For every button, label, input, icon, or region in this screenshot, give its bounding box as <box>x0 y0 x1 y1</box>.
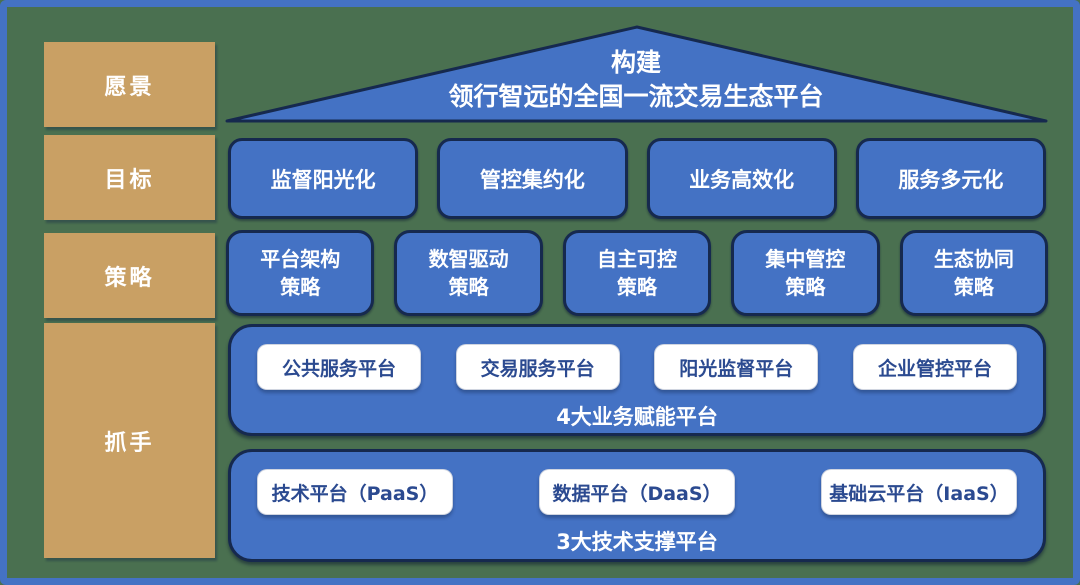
strategy-box-data-intelligence: 数智驱动 策略 <box>394 230 543 316</box>
strategy-text: 策略 <box>953 275 994 299</box>
platform-box-trade-service: 交易服务平台 <box>455 344 620 390</box>
strategy-text: 生态协同 <box>933 247 1014 271</box>
goal-box-service: 服务多元化 <box>855 138 1046 219</box>
goal-box-supervision: 监督阳光化 <box>228 138 419 219</box>
goal-box-business: 业务高效化 <box>646 138 837 219</box>
strategy-text: 策略 <box>448 275 489 299</box>
platform-box-public-service: 公共服务平台 <box>257 344 421 390</box>
row-label-strategy: 策略 <box>44 233 215 318</box>
strategy-box-platform-architecture: 平台架构 策略 <box>226 230 375 316</box>
row-label-vision: 愿景 <box>44 42 215 127</box>
strategy-text: 集中管控 <box>765 247 846 271</box>
strategy-box-autonomy: 自主可控 策略 <box>562 230 712 316</box>
row-label-goal: 目标 <box>44 135 215 220</box>
strategy-text: 自主可控 <box>597 247 678 271</box>
row-label-vision-text: 愿景 <box>104 74 155 100</box>
strategy-text: 数智驱动 <box>428 247 509 271</box>
goals-row: 监督阳光化 管控集约化 业务高效化 服务多元化 <box>228 138 1046 219</box>
business-platforms-container: 公共服务平台 交易服务平台 阳光监督平台 企业管控平台 4大业务赋能平台 <box>228 324 1046 436</box>
business-platforms-row: 公共服务平台 交易服务平台 阳光监督平台 企业管控平台 <box>231 344 1043 390</box>
strategy-text: 策略 <box>617 275 658 299</box>
business-platforms-caption: 4大业务赋能平台 <box>556 405 718 429</box>
vision-title-line1: 构建 <box>610 48 661 77</box>
platform-box-sunshine-supervision: 阳光监督平台 <box>654 344 819 390</box>
row-label-lever: 抓手 <box>44 323 215 558</box>
tech-platforms-row: 技术平台（PaaS） 数据平台（DaaS） 基础云平台（IaaS） <box>231 469 1043 515</box>
row-label-lever-text: 抓手 <box>104 430 155 456</box>
tech-platforms-caption: 3大技术支撑平台 <box>556 530 718 554</box>
platform-box-enterprise-control: 企业管控平台 <box>852 344 1017 390</box>
row-label-strategy-text: 策略 <box>104 265 155 291</box>
strategy-text: 策略 <box>785 275 826 299</box>
strategy-text: 策略 <box>280 275 321 299</box>
strategy-row: 平台架构 策略 数智驱动 策略 自主可控 策略 集中管控 策略 生态协同 策略 <box>226 230 1049 316</box>
vision-title-line2: 领行智远的全国一流交易生态平台 <box>448 82 824 111</box>
strategy-box-central-control: 集中管控 策略 <box>731 230 880 316</box>
strategy-box-ecosystem: 生态协同 策略 <box>899 230 1049 316</box>
tech-platforms-container: 技术平台（PaaS） 数据平台（DaaS） 基础云平台（IaaS） 3大技术支撑… <box>228 449 1046 562</box>
platform-box-iaas: 基础云平台（IaaS） <box>821 469 1017 515</box>
row-label-goal-text: 目标 <box>104 167 155 193</box>
pyramid-triangle-shape <box>225 25 1048 123</box>
strategy-text: 平台架构 <box>260 247 341 271</box>
platform-box-daas: 数据平台（DaaS） <box>539 469 735 515</box>
vision-title: 构建 领行智远的全国一流交易生态平台 <box>222 46 1050 114</box>
platform-box-paas: 技术平台（PaaS） <box>257 469 453 515</box>
goal-box-control: 管控集约化 <box>437 138 628 219</box>
